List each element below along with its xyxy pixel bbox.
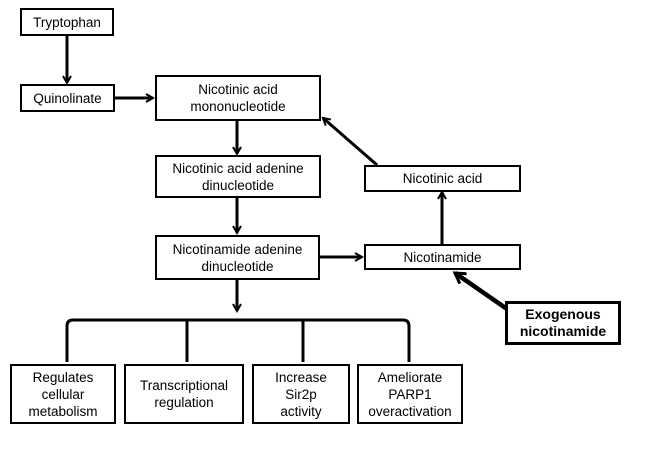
label-line: Nicotinic acid — [198, 82, 278, 97]
label-line: Ameliorate — [377, 369, 443, 385]
transcriptional-regulation-box: Transcriptional regulation — [124, 364, 244, 424]
label-line: dinucleotide — [201, 177, 275, 193]
label-line: Quinolinate — [33, 90, 102, 106]
nicotinic-acid-mononucleotide-box: Nicotinic acid mononucleotide — [155, 75, 321, 121]
label-line: dinucleotide — [201, 258, 274, 274]
label-line: PARP1 — [388, 386, 432, 402]
label-line: Regulates — [32, 369, 94, 385]
quinolinate-box: Quinolinate — [20, 84, 115, 112]
label-line: Transcriptional — [139, 378, 229, 393]
label-line: metabolism — [28, 403, 98, 419]
label-line: overactivation — [368, 403, 452, 419]
label-line: cellular — [41, 386, 85, 402]
arrow-nicotinic-acid-namn — [323, 118, 378, 167]
tryptophan-box: Tryptophan — [20, 8, 114, 36]
label-line: activity — [280, 403, 322, 419]
label-line: nicotinamide — [519, 323, 607, 339]
nicotinic-acid-box: Nicotinic acid — [364, 165, 521, 192]
label-line: regulation — [154, 395, 214, 410]
label-line: Nicotinamide — [403, 249, 482, 265]
nicotinamide-box: Nicotinamide — [364, 244, 521, 270]
label-line: Nicotinamide adenine — [172, 241, 303, 257]
label-line: Nicotinic acid — [402, 171, 483, 186]
label-line: Exogenous — [525, 306, 601, 322]
label-line: mononucleotide — [190, 99, 286, 114]
label-line: Sir2p — [285, 386, 317, 402]
outcome-bracket — [65, 318, 411, 362]
label-line: Increase — [275, 369, 327, 385]
label-line: Nicotinic acid adenine — [172, 160, 304, 176]
label-line: Tryptophan — [33, 14, 101, 30]
